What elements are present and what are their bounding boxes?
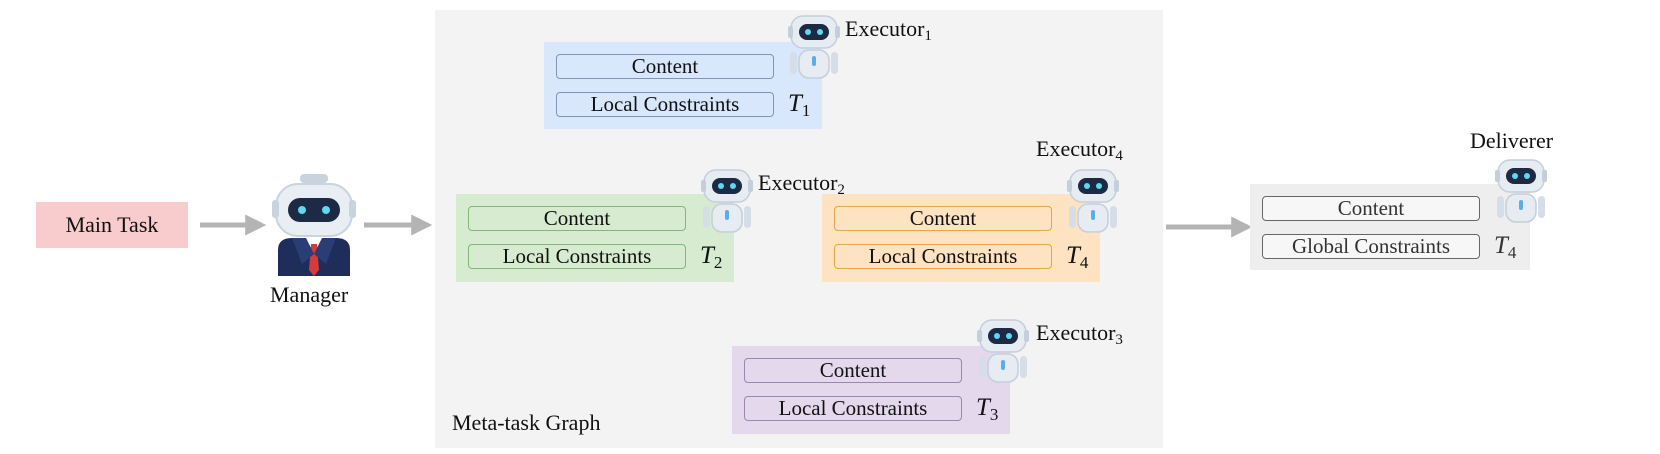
t4-content-box: Content (834, 206, 1052, 231)
robot-icon (1495, 159, 1547, 223)
deliverer-constraints-box: Global Constraints (1262, 234, 1480, 259)
t3-content-box: Content (744, 358, 962, 383)
deliverer-label: Deliverer (1470, 128, 1554, 153)
manager-label: Manager (270, 282, 349, 307)
executor1-label: Executor1 (845, 16, 932, 44)
manager-robot-icon (272, 174, 356, 276)
task-panel-t3: Content Local Constraints T3 (732, 346, 1010, 434)
t4-constraints-box: Local Constraints (834, 244, 1052, 269)
robot-icon (701, 169, 753, 233)
robot-icon (1067, 169, 1119, 233)
deliverer-task-panel: Content Global Constraints T4 (1250, 184, 1530, 270)
executor3-label: Executor3 (1036, 320, 1123, 348)
task-panel-t4: Content Local Constraints T4 (822, 194, 1100, 282)
t2-content-box: Content (468, 206, 686, 231)
executor4-label: Executor4 (1036, 136, 1123, 164)
t2-constraints-box: Local Constraints (468, 244, 686, 269)
main-task-box: Main Task (36, 202, 188, 248)
t1-constraints-box: Local Constraints (556, 92, 774, 117)
graph-label: Meta-task Graph (452, 410, 601, 435)
deliverer-t-label: T4 (1494, 232, 1517, 262)
t2-label: T2 (700, 242, 723, 272)
t3-label: T3 (976, 394, 999, 424)
task-panel-t2: Content Local Constraints T2 (456, 194, 734, 282)
t1-label: T1 (788, 90, 811, 120)
robot-icon (788, 15, 840, 79)
executor2-label: Executor2 (758, 170, 845, 198)
task-panel-t1: Content Local Constraints T1 (544, 42, 822, 129)
robot-icon (977, 319, 1029, 383)
t1-content-box: Content (556, 54, 774, 79)
t4-label: T4 (1066, 242, 1089, 272)
deliverer-content-box: Content (1262, 196, 1480, 221)
t3-constraints-box: Local Constraints (744, 396, 962, 421)
